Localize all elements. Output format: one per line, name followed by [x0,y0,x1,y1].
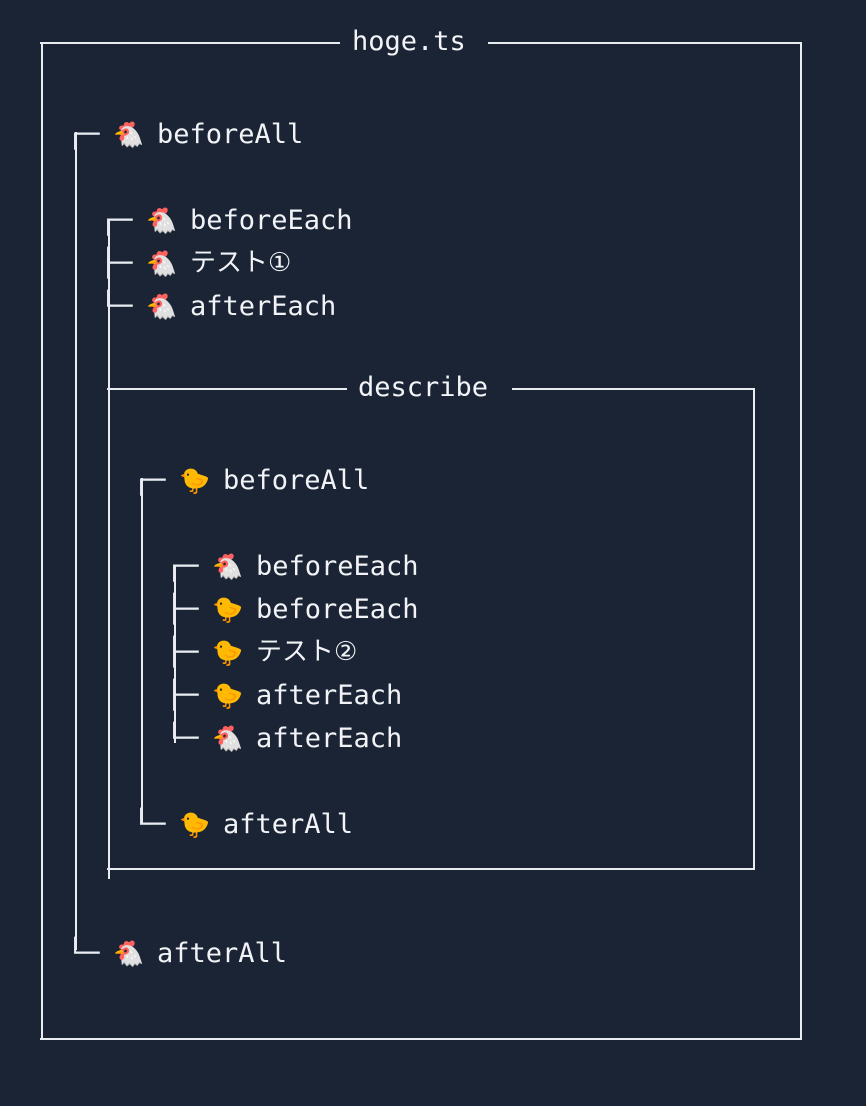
row-label-beforeall-outer: beforeAll [157,119,304,150]
row-label-beforeeach-inner-outer: beforeEach [256,551,419,582]
outer-box-bottom-border [40,1038,802,1040]
describe-box-left-edge [108,388,110,870]
branch-aftereach-inner: ├─ [166,680,199,711]
chicken-icon: 🐔 [113,939,145,968]
outer-box-top-border-left [40,42,340,44]
chicken-icon: 🐔 [113,120,145,149]
chick-icon: 🐤 [212,595,244,624]
row-label-test-1: テスト① [190,248,292,278]
row-label-beforeeach-outer: beforeEach [190,205,353,236]
row-label-beforeall-inner: beforeAll [223,465,370,496]
row-label-afterall-inner: afterAll [223,809,354,840]
trunk-depth4 [174,565,176,743]
trunk-depth3 [141,478,143,823]
row-label-afterall-outer: afterAll [157,938,288,969]
chicken-icon: 🐔 [212,724,244,753]
chick-icon: 🐤 [212,638,244,667]
branch-beforeeach-inner: ├─ [166,594,199,625]
outer-box-left-edge [41,42,43,1040]
describe-box-bottom-border [107,868,755,870]
trunk-depth1 [75,132,77,950]
chick-icon: 🐤 [179,810,211,839]
branch-aftereach-outer: └─ [100,291,133,322]
describe-box-top-border-left [107,388,347,390]
chicken-icon: 🐔 [212,552,244,581]
file-title: hoge.ts [352,26,466,57]
branch-beforeall-outer: ┌─ [67,119,100,150]
describe-box-top-border-right [512,388,755,390]
chicken-icon: 🐔 [146,206,178,235]
outer-box-right-edge [800,42,802,1040]
chicken-icon: 🐔 [146,249,178,278]
branch-beforeeach-outer: ┌─ [100,205,133,236]
branch-test-1: ├─ [100,248,133,279]
branch-test-2: ├─ [166,637,199,668]
branch-beforeeach-inner-outer: ┌─ [166,551,199,582]
row-label-beforeeach-inner: beforeEach [256,594,419,625]
chick-icon: 🐤 [179,466,211,495]
chick-icon: 🐤 [212,681,244,710]
chicken-icon: 🐔 [146,292,178,321]
row-label-test-2: テスト② [256,637,358,667]
outer-box-top-border-right [488,42,802,44]
row-label-aftereach-outer: afterEach [190,291,337,322]
branch-beforeall-inner: ┌─ [133,465,166,496]
describe-title: describe [358,372,489,403]
branch-afterall-inner: └─ [133,809,166,840]
branch-aftereach-inner-outer: └─ [166,723,199,754]
describe-box-right-edge [753,388,755,870]
row-label-aftereach-inner: afterEach [256,680,403,711]
row-label-aftereach-inner-outer: afterEach [256,723,403,754]
branch-afterall-outer: └─ [67,938,100,969]
